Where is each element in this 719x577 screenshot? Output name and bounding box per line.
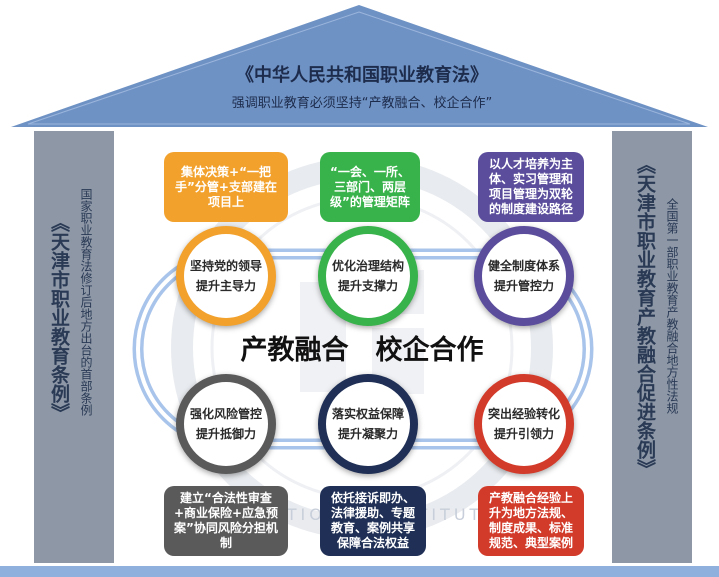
box-institution: 以人才培养为主体、实习管理和项目管理为双轮的制度建设路径 [478, 152, 584, 222]
box-party-leadership-text: 集体决策+“一把手”分管+支部建在项目上 [175, 164, 277, 209]
circle-governance-line1: 优化治理结构 [331, 259, 404, 273]
circle-experience-line1: 突出经验转化 [487, 407, 560, 421]
circle-rights-protection: 落实权益保障 提升凝聚力 [318, 374, 418, 474]
box-party-leadership: 集体决策+“一把手”分管+支部建在项目上 [164, 152, 288, 222]
left-pillar [34, 131, 114, 563]
circle-institution: 健全制度体系 提升管控力 [474, 226, 574, 326]
box-governance: “一会、一所、三部门、两层级”的管理矩阵 [320, 152, 420, 222]
roof-shape [11, 5, 708, 127]
circle-party-leadership: 坚持党的领导 提升主导力 [176, 226, 276, 326]
box-rights-protection-text: 依托接诉即办、法律援助、专题教育、案例共享保障合法权益 [330, 491, 415, 550]
box-governance-text: “一会、一所、三部门、两层级”的管理矩阵 [330, 164, 410, 209]
circle-party-leadership-line2: 提升主导力 [195, 279, 256, 293]
circle-rights-protection-line1: 落实权益保障 [331, 407, 404, 421]
box-risk-control-text: 建立“合法性审查+商业保险+应急预案”协同风险分担机制 [173, 491, 279, 550]
left-pillar-note: 国家职业教育法修订后地方出台的首部条例 [79, 188, 93, 416]
box-risk-control: 建立“合法性审查+商业保险+应急预案”协同风险分担机制 [164, 486, 288, 556]
right-pillar-note: 全国第一部职业教育产教融合地方性法规 [665, 198, 679, 414]
right-pillar-title: 《天津市职业教育产教融合促进条例》 [634, 155, 656, 478]
roof-highlight [27, 11, 691, 125]
circle-risk-control-line2: 提升抵御力 [195, 427, 256, 441]
box-institution-text: 以人才培养为主体、实习管理和项目管理为双轮的制度建设路径 [488, 157, 573, 216]
right-pillar [612, 131, 692, 563]
roof-title: 《中华人民共和国职业教育法》 [236, 64, 488, 86]
circle-institution-line1: 健全制度体系 [487, 259, 560, 273]
circle-risk-control: 强化风险管控 提升抵御力 [176, 374, 276, 474]
circle-party-leadership-line1: 坚持党的领导 [189, 259, 262, 273]
floor-bar [0, 566, 719, 577]
center-slogan: 产教融合 校企合作 [241, 334, 484, 366]
circle-governance: 优化治理结构 提升支撑力 [318, 226, 418, 326]
box-experience-text: 产教融合经验上升为地方法规、制度成果、标准规范、典型案例 [488, 491, 573, 550]
box-rights-protection: 依托接诉即办、法律援助、专题教育、案例共享保障合法权益 [320, 486, 426, 556]
circle-experience-line2: 提升引领力 [493, 427, 554, 441]
circle-governance-line2: 提升支撑力 [337, 279, 398, 293]
circle-experience: 突出经验转化 提升引领力 [474, 374, 574, 474]
left-pillar-title: 《天津市职业教育条例》 [48, 213, 70, 422]
roof-subtitle: 强调职业教育必须坚持“产教融合、校企合作” [232, 95, 492, 111]
circle-risk-control-line1: 强化风险管控 [189, 407, 262, 421]
box-experience: 产教融合经验上升为地方法规、制度成果、标准规范、典型案例 [478, 486, 584, 556]
circle-rights-protection-line2: 提升凝聚力 [337, 427, 398, 441]
circle-institution-line2: 提升管控力 [493, 279, 554, 293]
